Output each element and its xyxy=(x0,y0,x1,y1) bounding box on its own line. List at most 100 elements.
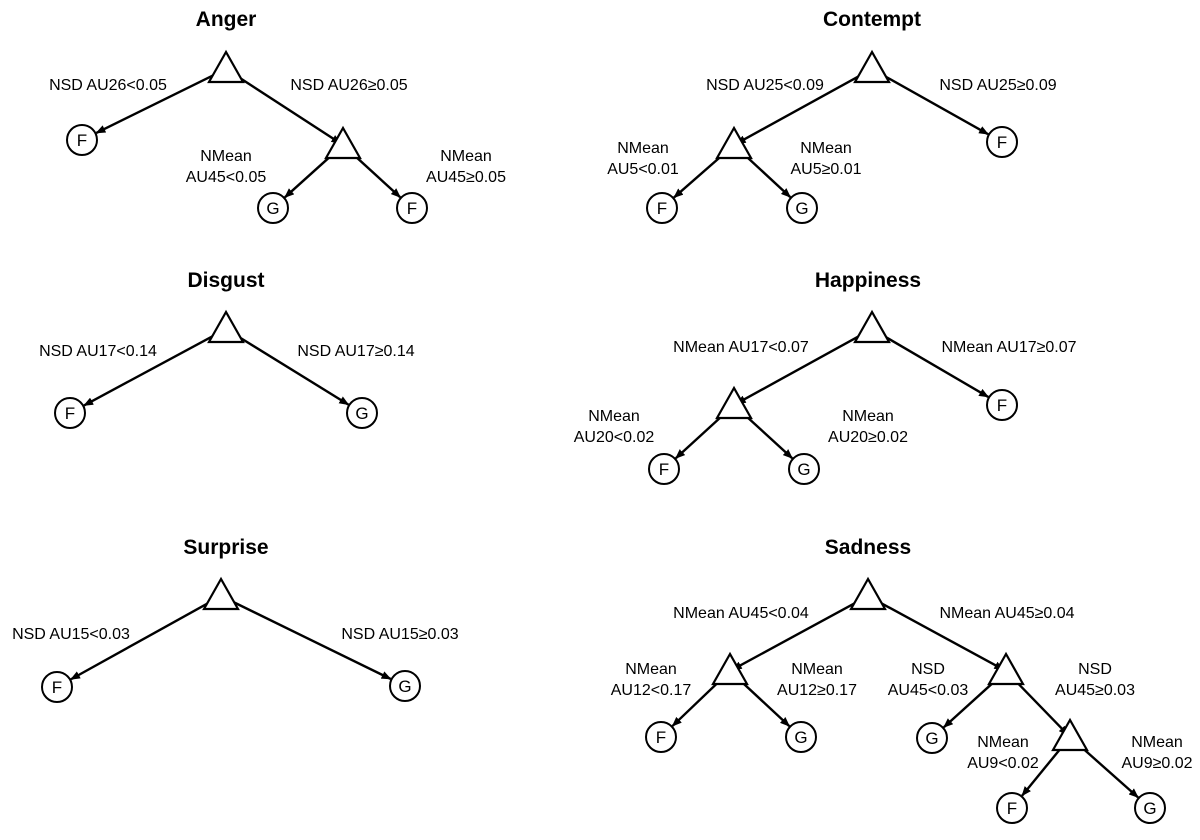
happiness-edge-label-line: AU20<0.02 xyxy=(574,429,655,446)
disgust-leaf-label: F xyxy=(65,404,75,423)
happiness-leaf-node xyxy=(788,453,820,485)
surprise-leaf-label: F xyxy=(52,678,62,697)
contempt-edge-label-line: NSD AU25≥0.09 xyxy=(939,77,1056,94)
happiness-leaf-node xyxy=(986,389,1018,421)
sadness-leaf-label: G xyxy=(1143,799,1156,818)
sadness-edge-label-line: NMean xyxy=(791,661,843,678)
sadness-edge-label-line: AU45≥0.03 xyxy=(1055,682,1135,699)
sadness-split-node xyxy=(1051,717,1089,752)
contempt-edge-label: NSD AU25<0.09 xyxy=(706,77,824,94)
contempt-edge-c0-c1 xyxy=(735,69,870,145)
sadness-leaf-node xyxy=(785,721,817,753)
contempt-split-node xyxy=(853,49,891,84)
anger-tree-title: Anger xyxy=(196,8,257,31)
happiness-leaf-label: G xyxy=(797,460,810,479)
happiness-edge-label-line: AU20≥0.02 xyxy=(828,429,908,446)
sadness-leaf-node xyxy=(645,721,677,753)
surprise-tree-title: Surprise xyxy=(183,536,268,559)
anger-split-node xyxy=(207,49,245,84)
happiness-leaf-node xyxy=(648,453,680,485)
surprise-leaf-label: G xyxy=(398,677,411,696)
happiness-split-node xyxy=(853,309,891,344)
sadness-edge-label-line: AU9<0.02 xyxy=(967,755,1039,772)
sadness-leaf-node xyxy=(1134,792,1166,824)
contempt-leaf-label: F xyxy=(657,199,667,218)
anger-leaf-node xyxy=(396,192,428,224)
contempt-split-node xyxy=(715,125,753,160)
happiness-leaf-label: F xyxy=(659,460,669,479)
anger-edge-a0-a1 xyxy=(95,69,223,135)
surprise-split-node xyxy=(202,576,240,611)
sadness-edge-label-line: AU9≥0.02 xyxy=(1121,755,1192,772)
sadness-edge-label-line: NMean AU45<0.04 xyxy=(673,605,809,622)
sadness-leaf-label: F xyxy=(656,728,666,747)
disgust-edge-label-line: NSD AU17<0.14 xyxy=(39,343,157,360)
sadness-edge-label-line: NMean xyxy=(625,661,677,678)
sadness-tree-title: Sadness xyxy=(825,536,911,559)
anger-edge-label-line: AU45≥0.05 xyxy=(426,169,506,186)
sadness-edge-label-line: AU12<0.17 xyxy=(611,682,692,699)
happiness-edge-label: NMean AU17≥0.07 xyxy=(941,339,1076,356)
happiness-edge-h0-h1 xyxy=(735,329,870,405)
anger-edge-label-line: NMean xyxy=(200,148,252,165)
happiness-edge-label-line: NMean xyxy=(588,408,640,425)
anger-leaf-label: G xyxy=(266,199,279,218)
contempt-edge-label-line: NSD AU25<0.09 xyxy=(706,77,824,94)
disgust-tree-title: Disgust xyxy=(187,269,264,292)
anger-edge-label-line: AU45<0.05 xyxy=(186,169,267,186)
sadness-edge-label-line: AU45<0.03 xyxy=(888,682,969,699)
anger-edge-a0-a2 xyxy=(228,70,342,145)
happiness-edge-h0-h2 xyxy=(874,329,990,398)
happiness-split-node xyxy=(715,385,753,420)
sadness-split-node xyxy=(987,651,1025,686)
happiness-edge-label-line: NMean xyxy=(842,408,894,425)
contempt-leaf-node xyxy=(986,126,1018,158)
anger-edge-label-line: NMean xyxy=(440,148,492,165)
surprise-edge-label-line: NSD AU15≥0.03 xyxy=(341,626,458,643)
surprise-edge-label: NSD AU15<0.03 xyxy=(12,626,130,643)
disgust-edge-d0-d2 xyxy=(228,330,350,406)
anger-edge-label: NSD AU26<0.05 xyxy=(49,77,167,94)
sadness-leaf-node xyxy=(916,722,948,754)
anger-edge-label-line: NSD AU26<0.05 xyxy=(49,77,167,94)
sadness-split-node xyxy=(849,576,887,611)
disgust-edge-label: NSD AU17≥0.14 xyxy=(297,343,414,360)
contempt-leaf-node xyxy=(646,192,678,224)
surprise-edge-s0-s1 xyxy=(70,596,219,681)
anger-edge-label: NSD AU26≥0.05 xyxy=(290,77,407,94)
contempt-edge-label-line: NMean xyxy=(800,140,852,157)
disgust-edge-d0-d1 xyxy=(83,329,224,407)
disgust-leaf-node xyxy=(346,397,378,429)
contempt-tree-title: Contempt xyxy=(823,8,921,31)
sadness-leaf-label: G xyxy=(794,728,807,747)
sadness-edge-label-line: NMean AU45≥0.04 xyxy=(939,605,1074,622)
surprise-edge-s0-s2 xyxy=(224,596,392,681)
anger-leaf-label: F xyxy=(77,131,87,150)
disgust-split-node xyxy=(207,309,245,344)
contempt-edge-label-line: NMean xyxy=(617,140,669,157)
anger-leaf-node xyxy=(257,192,289,224)
anger-edge-label-line: NSD AU26≥0.05 xyxy=(290,77,407,94)
happiness-edge-label: NMean AU17<0.07 xyxy=(673,339,809,356)
disgust-leaf-label: G xyxy=(355,404,368,423)
anger-split-node xyxy=(324,125,362,160)
sadness-edge-label: NMean AU45<0.04 xyxy=(673,605,809,622)
anger-leaf-label: F xyxy=(407,199,417,218)
sadness-edge-label-line: NSD xyxy=(1078,661,1112,678)
contempt-edge-label-line: AU5<0.01 xyxy=(607,161,679,178)
happiness-edge-label-line: NMean AU17≥0.07 xyxy=(941,339,1076,356)
contempt-leaf-label: F xyxy=(997,133,1007,152)
sadness-edge-label-line: NMean xyxy=(977,734,1029,751)
happiness-tree-title: Happiness xyxy=(815,269,921,292)
sadness-edge-label-line: AU12≥0.17 xyxy=(777,682,857,699)
surprise-leaf-node xyxy=(389,670,421,702)
